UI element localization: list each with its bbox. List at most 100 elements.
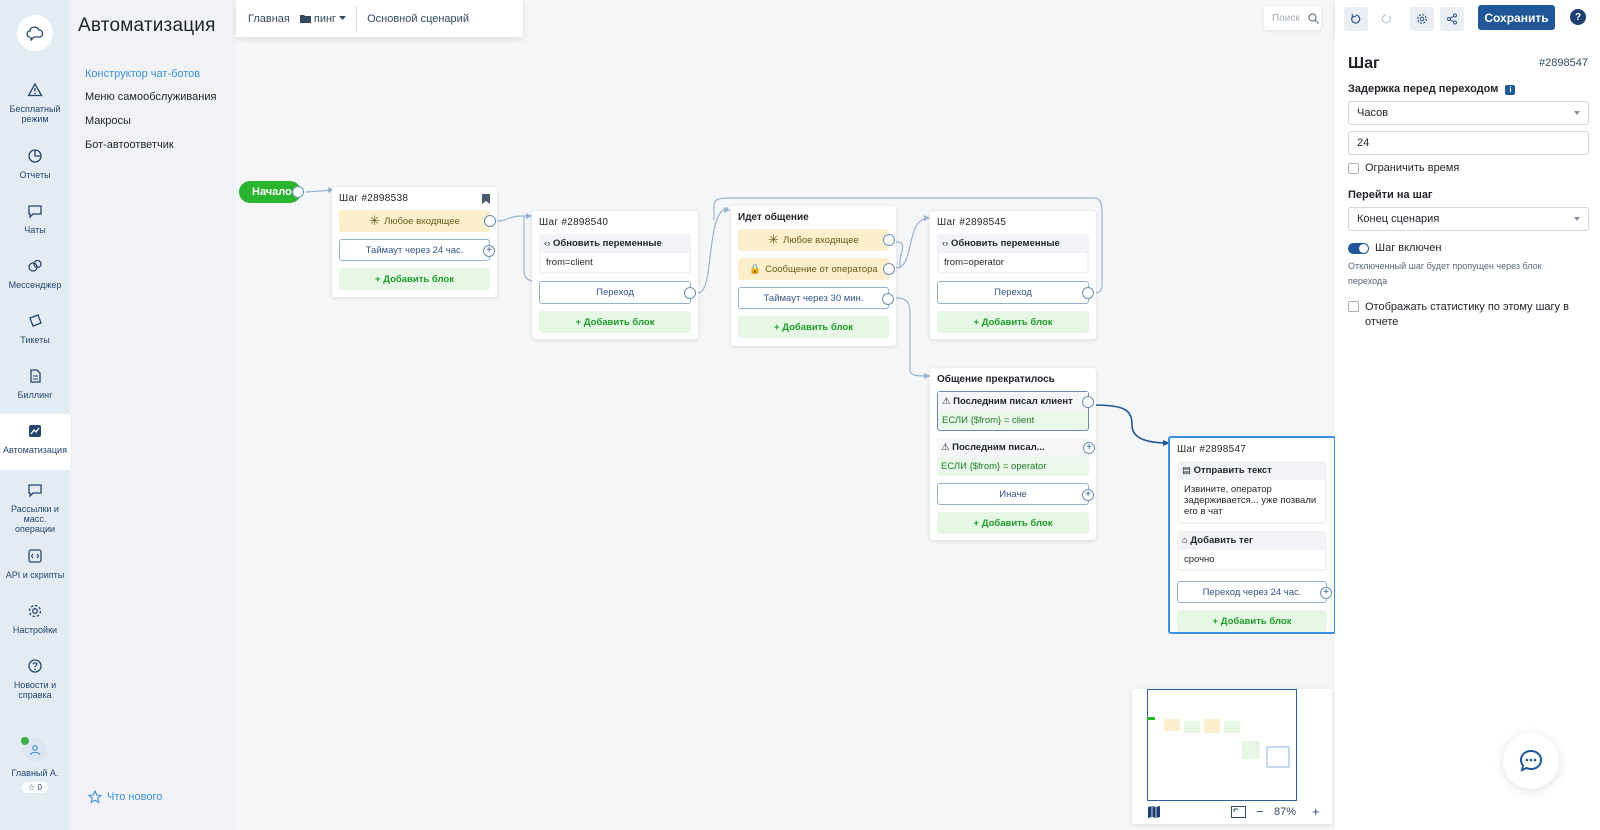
settings-button[interactable] bbox=[1410, 7, 1434, 31]
output-port[interactable] bbox=[882, 293, 894, 305]
add-block-button[interactable]: + Добавить блок bbox=[339, 268, 490, 290]
step-node-chat-ended[interactable]: Общение прекратилось ⚠ Последним писал к… bbox=[930, 368, 1096, 540]
breadcrumb-scenario[interactable]: Основной сценарий bbox=[367, 12, 469, 25]
block-title: Обновить переменные bbox=[950, 238, 1060, 249]
breadcrumb-folder[interactable]: пинг bbox=[299, 12, 347, 25]
nav-link-macros[interactable]: Макросы bbox=[85, 115, 131, 127]
search-input[interactable]: Поиск bbox=[1264, 6, 1321, 30]
sidebar-item-news[interactable]: Новости и справка bbox=[0, 658, 70, 700]
help-button[interactable]: ? bbox=[1570, 9, 1586, 25]
condition-expression: ЕСЛИ {$from} = client bbox=[942, 415, 1035, 426]
step-enabled-toggle[interactable]: Шаг включен bbox=[1348, 242, 1441, 254]
else-row[interactable]: Иначе + bbox=[937, 483, 1094, 505]
checkbox-box[interactable] bbox=[1348, 163, 1359, 174]
start-node[interactable]: Начало bbox=[239, 181, 304, 203]
whats-new-link[interactable]: Что нового bbox=[88, 790, 162, 804]
update-variables-block[interactable]: ‹› Обновить переменные from=client bbox=[539, 234, 691, 274]
avatar[interactable] bbox=[21, 737, 47, 762]
add-connection-icon[interactable]: + bbox=[1082, 489, 1094, 501]
sidebar-item-chats[interactable]: Чаты bbox=[0, 203, 70, 235]
timeout-row[interactable]: Таймаут через 30 мин. bbox=[738, 287, 894, 309]
add-connection-icon[interactable]: + bbox=[1083, 442, 1095, 454]
timeout-row[interactable]: Таймаут через 24 час. + bbox=[339, 239, 495, 261]
zoom-out-button[interactable]: − bbox=[1256, 804, 1264, 819]
breadcrumb-home[interactable]: Главная bbox=[248, 12, 290, 25]
toggle-switch[interactable] bbox=[1348, 242, 1369, 254]
sidebar-item-api[interactable]: API и скрипты bbox=[0, 548, 70, 580]
block-header: ⌂ Добавить тег bbox=[1177, 531, 1327, 550]
step-node-2898540[interactable]: Шаг #2898540 ‹› Обновить переменные from… bbox=[532, 211, 698, 339]
step-node-2898538[interactable]: Шаг #2898538 ✳ Любое входящее Таймаут че… bbox=[332, 187, 497, 297]
undo-button[interactable] bbox=[1344, 7, 1368, 31]
trigger-any-incoming[interactable]: ✳ Любое входящее bbox=[738, 229, 895, 251]
goto-step-select[interactable]: Конец сценария bbox=[1348, 207, 1589, 231]
fit-screen-icon[interactable] bbox=[1231, 806, 1246, 818]
send-text-block[interactable]: ▤ Отправить текст Извините, оператор зад… bbox=[1177, 461, 1327, 524]
user-icon bbox=[29, 745, 41, 756]
chat-icon bbox=[28, 205, 42, 219]
nav-link-self-service[interactable]: Меню самообслуживания bbox=[85, 91, 217, 103]
output-port[interactable] bbox=[883, 263, 895, 275]
trigger-any-incoming[interactable]: ✳ Любое входящее bbox=[339, 210, 496, 232]
nav-link-chatbot-builder[interactable]: Конструктор чат-ботов bbox=[85, 68, 201, 80]
add-block-button[interactable]: + Добавить блок bbox=[1177, 610, 1327, 632]
sidebar-item-settings[interactable]: Настройки bbox=[0, 603, 70, 635]
add-tag-block[interactable]: ⌂ Добавить тег срочно bbox=[1177, 531, 1327, 571]
output-port[interactable] bbox=[684, 287, 696, 299]
zoom-in-button[interactable]: + bbox=[1312, 804, 1320, 819]
trigger-operator-message[interactable]: 🔒 Сообщение от оператора bbox=[738, 258, 895, 280]
sidebar-item-messenger[interactable]: Мессенджер bbox=[0, 258, 70, 290]
step-node-2898547[interactable]: Шаг #2898547 ▤ Отправить текст Извините,… bbox=[1168, 436, 1336, 634]
add-connection-icon[interactable]: + bbox=[483, 245, 495, 257]
info-icon[interactable]: i bbox=[1505, 85, 1516, 95]
branch-icon: ⚠ bbox=[942, 396, 951, 407]
redo-button[interactable] bbox=[1374, 7, 1398, 31]
add-block-button[interactable]: + Добавить блок bbox=[539, 311, 691, 333]
transition-row[interactable]: Переход через 24 час. + bbox=[1177, 581, 1332, 603]
add-block-button[interactable]: + Добавить блок bbox=[738, 316, 889, 338]
checkbox-box[interactable] bbox=[1348, 301, 1359, 312]
sidebar-item-broadcasts[interactable]: Рассылки и масс. операции bbox=[0, 482, 70, 534]
step-node-2898545[interactable]: Шаг #2898545 ‹› Обновить переменные from… bbox=[930, 211, 1096, 339]
delay-value-input[interactable]: 24 bbox=[1348, 131, 1589, 155]
sidebar-item-tickets[interactable]: Тикеты bbox=[0, 313, 70, 345]
sidebar-item-reports[interactable]: Отчеты bbox=[0, 148, 70, 180]
rating-badge: ☆ 0 bbox=[22, 782, 48, 793]
add-block-button[interactable]: + Добавить блок bbox=[937, 311, 1089, 333]
step-node-chatting[interactable]: Идет общение ✳ Любое входящее 🔒 Сообщени… bbox=[731, 206, 896, 346]
condition-last-operator[interactable]: ⚠ Последним писал... ЕСЛИ {$from} = oper… bbox=[937, 438, 1095, 476]
limit-time-checkbox[interactable]: Ограничить время bbox=[1348, 162, 1459, 174]
breadcrumb-folder-label: пинг bbox=[313, 12, 337, 25]
nav-link-autoresponder[interactable]: Бот-автоответчик bbox=[85, 139, 174, 151]
minimap[interactable]: − 87% + bbox=[1132, 689, 1332, 824]
map-icon[interactable] bbox=[1147, 805, 1161, 819]
condition-last-client[interactable]: ⚠ Последним писал клиент ЕСЛИ {$from} = … bbox=[937, 391, 1094, 431]
connector-n2-n3 bbox=[697, 207, 729, 294]
output-port[interactable] bbox=[883, 234, 895, 246]
update-variables-block[interactable]: ‹› Обновить переменные from=operator bbox=[937, 234, 1089, 274]
show-stats-checkbox[interactable]: Отображать статистику по этому шагу в от… bbox=[1348, 300, 1578, 330]
output-port[interactable] bbox=[1082, 287, 1094, 299]
transition-row[interactable]: Переход bbox=[937, 281, 1094, 304]
transition-row[interactable]: Переход bbox=[539, 281, 696, 304]
user-profile[interactable]: Главный А. ☆ 0 bbox=[0, 737, 70, 793]
arrow-head bbox=[924, 215, 930, 221]
output-port[interactable] bbox=[292, 186, 304, 198]
connector-n5-n6 bbox=[1092, 404, 1171, 444]
sidebar-item-label: Биллинг bbox=[17, 390, 53, 400]
share-button[interactable] bbox=[1440, 7, 1464, 31]
add-block-button[interactable]: + Добавить блок bbox=[937, 512, 1089, 534]
support-chat-button[interactable] bbox=[1503, 733, 1559, 789]
delay-unit-select[interactable]: Часов bbox=[1348, 101, 1589, 125]
output-port[interactable] bbox=[1082, 396, 1094, 408]
save-button[interactable]: Сохранить bbox=[1478, 5, 1555, 30]
output-port[interactable] bbox=[484, 215, 496, 227]
sidebar-item-label: Тикеты bbox=[20, 335, 50, 345]
sidebar-item-automation[interactable]: Автоматизация bbox=[0, 414, 70, 470]
sidebar-item-billing[interactable]: Биллинг bbox=[0, 368, 70, 400]
logo-icon[interactable] bbox=[17, 15, 53, 51]
minimap-viewport[interactable] bbox=[1147, 689, 1297, 801]
sidebar-item-free-mode[interactable]: Бесплатный режим bbox=[0, 82, 70, 126]
add-connection-icon[interactable]: + bbox=[1320, 587, 1332, 599]
bookmark-icon[interactable] bbox=[482, 194, 490, 204]
